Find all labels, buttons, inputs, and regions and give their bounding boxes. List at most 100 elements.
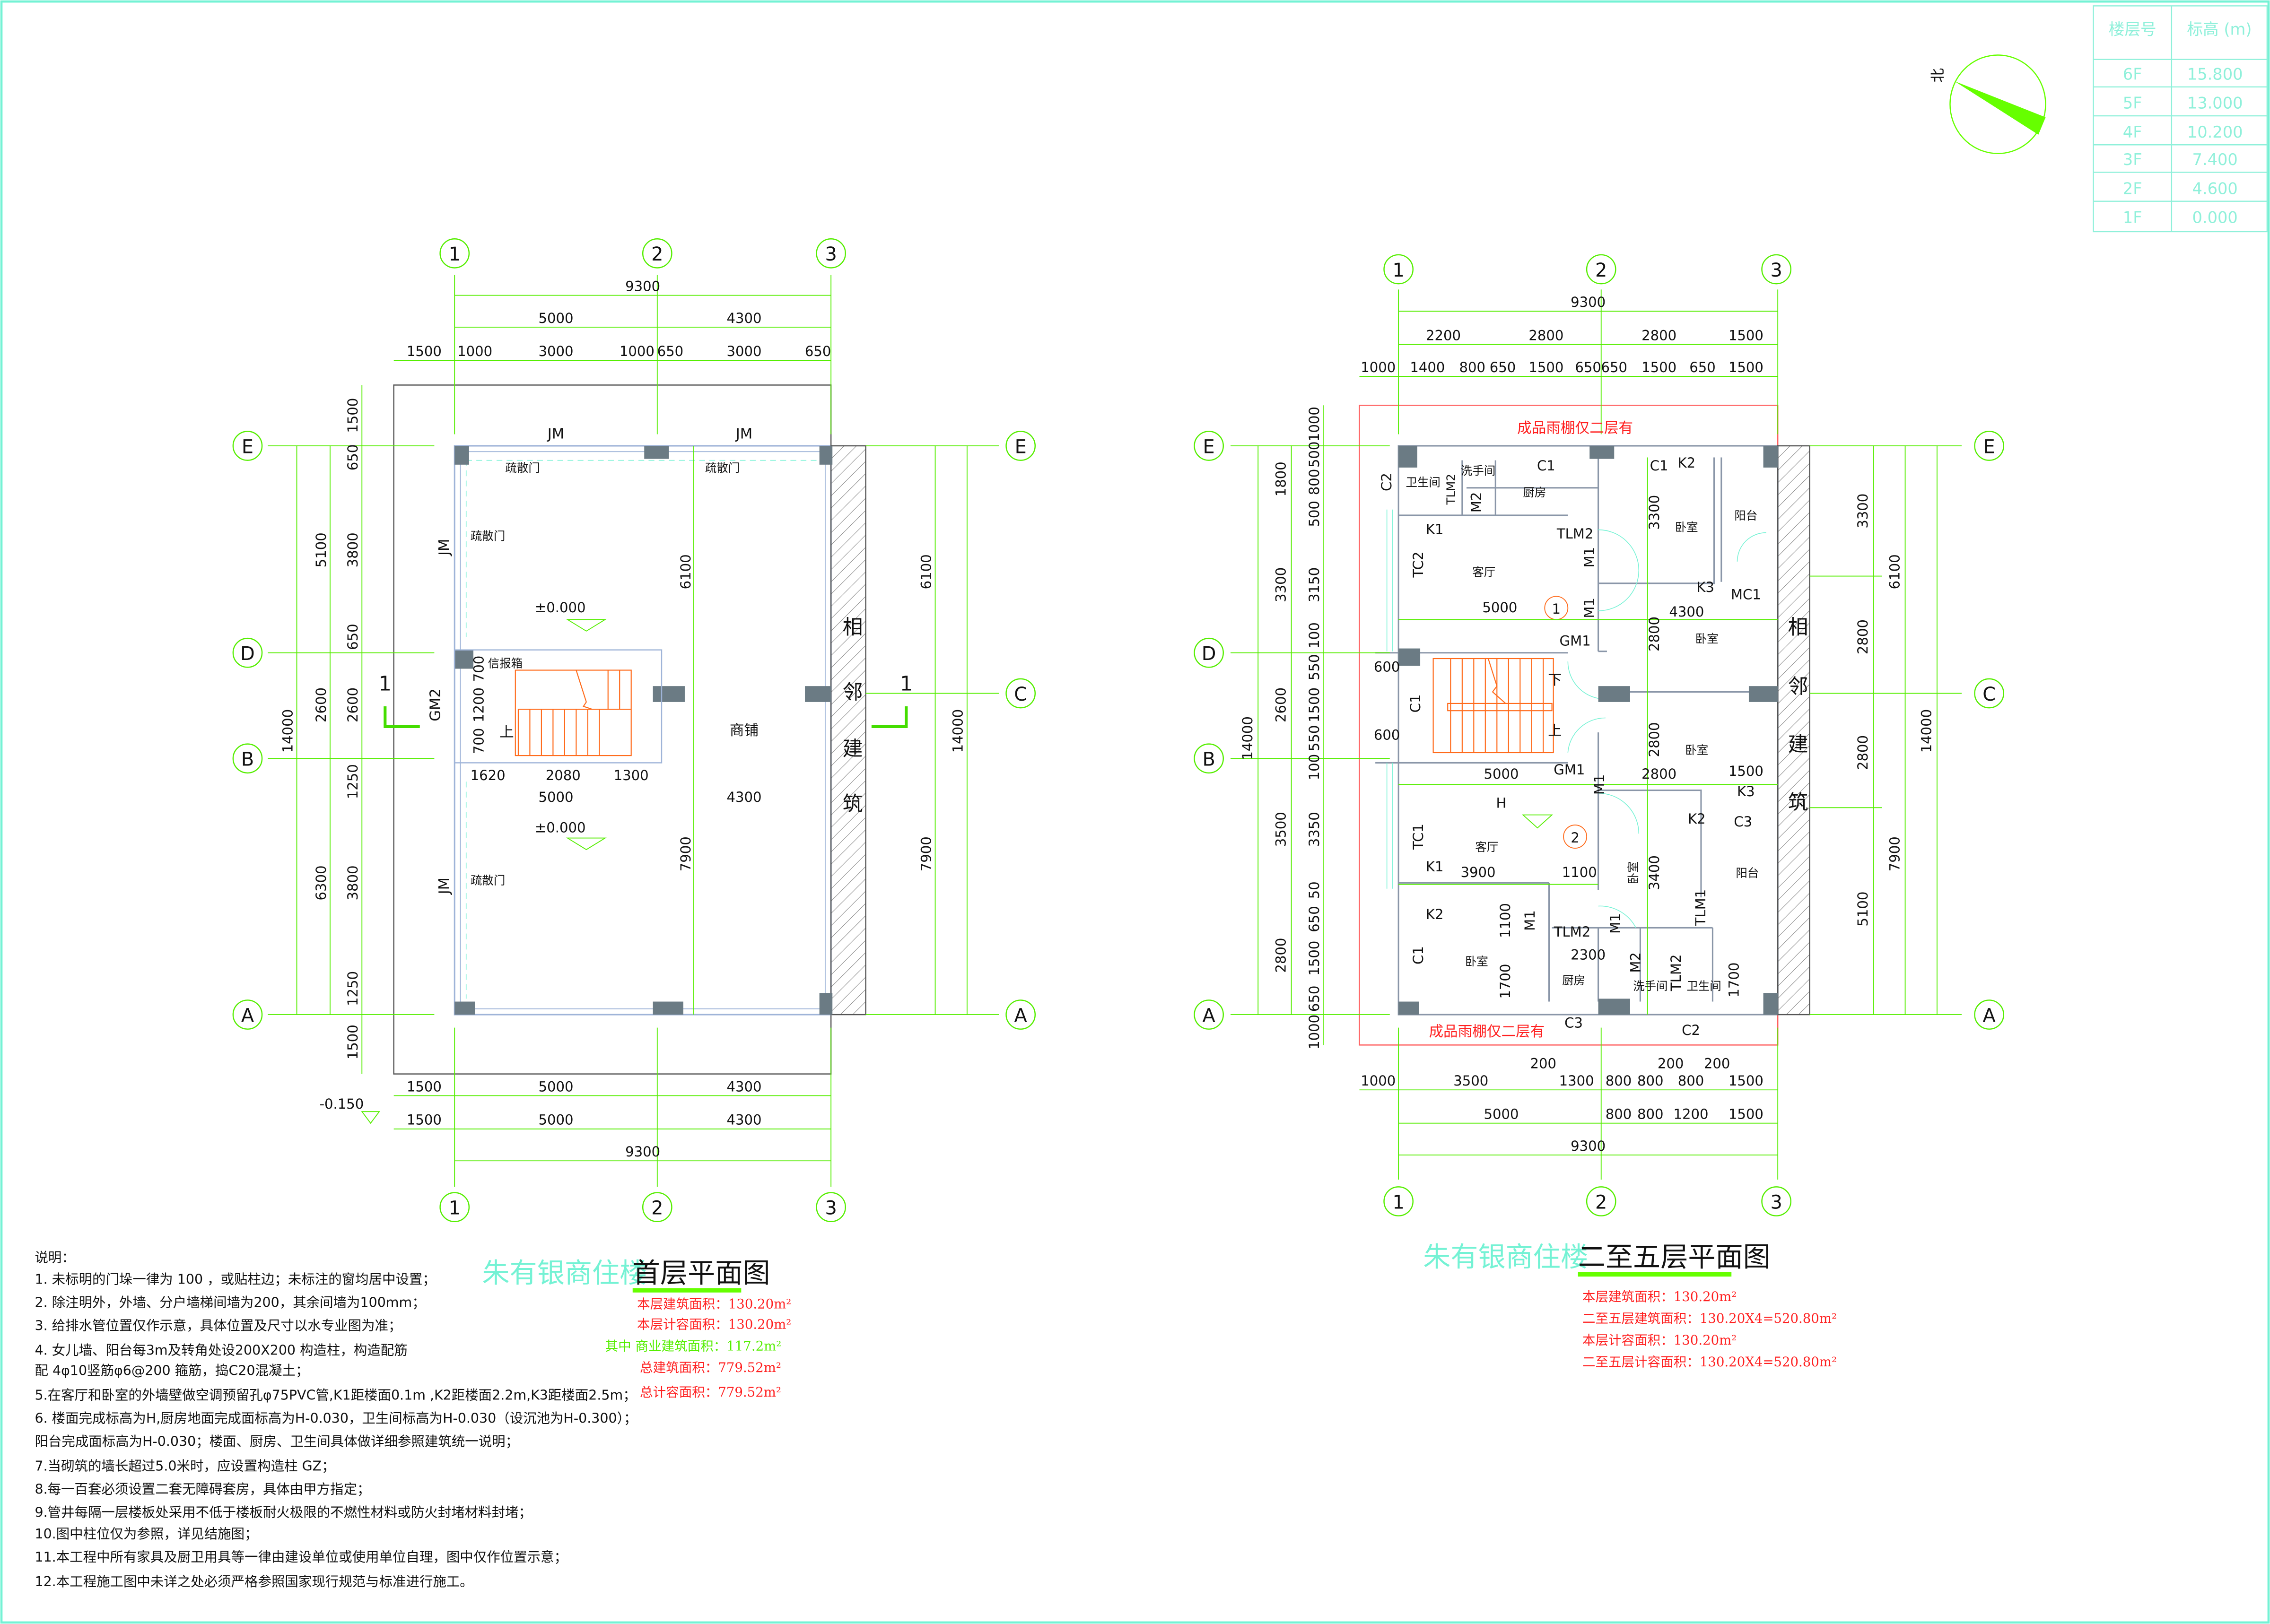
plan-label: 洗手间 — [1633, 979, 1668, 993]
plan-label: GM1 — [1560, 633, 1591, 649]
grid-bubble-icon — [1194, 999, 1224, 1030]
grid-row-label: E — [1203, 436, 1215, 458]
plan-label: 700 — [471, 728, 487, 755]
dimension-label: 6100 — [918, 554, 934, 589]
grid-bubble-icon — [1761, 1186, 1791, 1216]
ground-area: 本层计容面积：130.20m² — [637, 1317, 791, 1332]
plan-label: M1 — [1607, 913, 1624, 934]
canopy-note: 成品雨棚仅二层有 — [1517, 420, 1633, 436]
grid-row-label: E — [242, 436, 253, 458]
grid-bubble-icon — [816, 1192, 846, 1223]
dimension-label: 2800 — [1528, 328, 1563, 344]
dimension-label: 3150 — [1306, 567, 1322, 602]
plan-label: 建 — [1788, 733, 1808, 756]
dimension-label: 1500 — [407, 1078, 442, 1094]
plan-label: 卫生间 — [1406, 476, 1440, 489]
plan-label: C1 — [1650, 458, 1668, 474]
dimension-label: 4300 — [726, 1112, 761, 1128]
dimension-label: 100 — [1306, 754, 1322, 781]
plan-label: K1 — [1426, 521, 1444, 538]
note-line: 7.当砌筑的墙长超过5.0米时，应设置构造柱 GZ； — [35, 1458, 335, 1474]
grid-bubble-icon — [439, 1192, 470, 1223]
ground-area: 总计容面积：779.52m² — [640, 1385, 781, 1400]
grid-row-label: B — [1202, 749, 1215, 771]
dimension-label: 1400 — [1410, 359, 1445, 375]
dimension-label: 3800 — [345, 865, 361, 900]
ground-area: 总建筑面积：779.52m² — [640, 1360, 781, 1375]
dimension-label: 800 — [1637, 1106, 1664, 1122]
table-cell-elevation: 7.400 — [2192, 150, 2237, 169]
dimension-label: 200 — [1530, 1055, 1557, 1071]
grid-bubble-icon — [1586, 1186, 1616, 1216]
grid-bubble-icon — [1383, 254, 1414, 285]
plan-label: 客厅 — [1475, 840, 1498, 854]
plan-label: 1620 — [471, 767, 506, 783]
dimension-label: 5100 — [313, 532, 329, 567]
grid-bubble-icon — [642, 1192, 672, 1223]
table-cell-floor: 2F — [2123, 179, 2142, 198]
plan-label: 疏散门 — [505, 461, 540, 475]
grid-bubble-icon — [232, 999, 263, 1030]
plan-label: 1500 — [1729, 763, 1764, 779]
dimension-label: 800 — [1606, 1106, 1632, 1122]
table-cell-elevation: 0.000 — [2192, 208, 2237, 227]
dimension-label: 3300 — [1855, 494, 1871, 529]
table-cell-floor: 3F — [2123, 150, 2142, 169]
plan-label: 厨房 — [1562, 973, 1585, 987]
table-header-floor: 楼层号 — [2109, 20, 2156, 39]
plan-label: TLM2 — [1556, 526, 1594, 542]
dimension-label: 650 — [1601, 359, 1628, 375]
plan-label: K3 — [1696, 579, 1714, 595]
plan-label: 1100 — [1497, 903, 1513, 938]
dimension-label: 1250 — [345, 971, 361, 1006]
plan-label: 邻 — [843, 681, 863, 704]
dimension-label: 1250 — [345, 764, 361, 799]
dimension-label: 14000 — [1919, 709, 1935, 753]
elevation-table — [2093, 5, 2268, 233]
plan-label: 6100 — [678, 554, 694, 589]
dimension-label: 550 — [1306, 654, 1322, 681]
plan-label: 上 — [1548, 722, 1562, 738]
plan-label: 1 — [1552, 601, 1561, 617]
plan-label: M1 — [1581, 598, 1597, 618]
dimension-label: 2600 — [345, 687, 361, 722]
ground-area: 本层建筑面积：130.20m² — [637, 1297, 791, 1312]
plan-label: 筑 — [843, 792, 863, 816]
grid-col-label: 3 — [825, 243, 837, 265]
grid-row-label: A — [1983, 1005, 1996, 1026]
plan-label: GM1 — [1554, 762, 1585, 778]
upper-plan-title: 二至五层平面图 — [1578, 1241, 1771, 1273]
plan-label: 疏散门 — [471, 529, 505, 543]
plan-label: C2 — [1379, 473, 1395, 491]
dimension-label: 4300 — [726, 1078, 761, 1094]
grid-col-label: 2 — [651, 243, 663, 265]
plan-label: 600 — [1374, 727, 1400, 743]
dimension-label: 650 — [1689, 359, 1716, 375]
dimension-label: 7900 — [918, 836, 934, 871]
ground-area: 其中 商业建筑面积：117.2m² — [605, 1338, 782, 1354]
plan-label: 筑 — [1788, 790, 1808, 814]
ground-project-name: 朱有银商住楼 — [482, 1257, 647, 1289]
plan-label: 阳台 — [1736, 866, 1759, 880]
plan-label: 1 — [900, 672, 913, 695]
plan-label: 洗手间 — [1461, 464, 1495, 478]
dimension-label: 6100 — [1886, 554, 1903, 589]
plan-label: JM — [735, 426, 752, 443]
dimension-label: 1000 — [1306, 1015, 1322, 1050]
grid-bubble-icon — [1005, 678, 1036, 709]
north-label: 北 — [1930, 68, 1947, 83]
plan-label: 1 — [379, 672, 392, 695]
note-line: 3. 给排水管位置仅作示意，具体位置及尺寸以水专业图为准； — [35, 1318, 402, 1333]
dimension-label: 650 — [1306, 906, 1322, 932]
grid-col-label: 3 — [825, 1198, 837, 1219]
plan-label: K2 — [1688, 811, 1706, 827]
plan-label: 5000 — [539, 789, 574, 805]
upper-area: 二至五层计容面积：130.20X4=520.80m² — [1582, 1355, 1837, 1370]
dimension-label: 1500 — [407, 343, 442, 359]
note-line: 8.每一百套必须设置二套无障碍套房，具体由甲方指定； — [35, 1481, 370, 1497]
plan-label: 阳台 — [1734, 509, 1757, 522]
grid-bubble-icon — [1194, 743, 1224, 774]
grid-bubble-icon — [1974, 678, 2004, 709]
